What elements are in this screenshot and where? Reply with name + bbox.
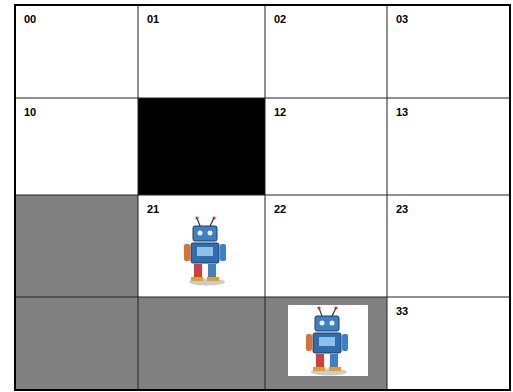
grid-cell: 13 <box>387 98 510 195</box>
grid-cell: 23 <box>387 195 510 297</box>
grid-cell: 01 <box>138 5 265 98</box>
grid-cell: 02 <box>265 5 387 98</box>
cell-label: 00 <box>24 13 36 26</box>
cell-label: 23 <box>396 203 408 216</box>
cell-label: 13 <box>396 106 408 119</box>
grid-cell: 03 <box>387 5 510 98</box>
cell-label: 10 <box>24 106 36 119</box>
grid-cell: 33 <box>387 297 510 390</box>
cell-label: 33 <box>396 305 408 318</box>
grid-cell: 22 <box>265 195 387 297</box>
grid-cell: 10 <box>15 98 138 195</box>
cell-label: 03 <box>396 13 408 26</box>
cell-label: 12 <box>274 106 286 119</box>
cell-label: 22 <box>274 203 286 216</box>
cell-label: 01 <box>147 13 159 26</box>
cell-label: 02 <box>274 13 286 26</box>
grid-cell: 21 <box>138 195 265 297</box>
cell-label: 21 <box>147 203 159 216</box>
grid-cell: 12 <box>265 98 387 195</box>
grid-cell: 00 <box>15 5 138 98</box>
